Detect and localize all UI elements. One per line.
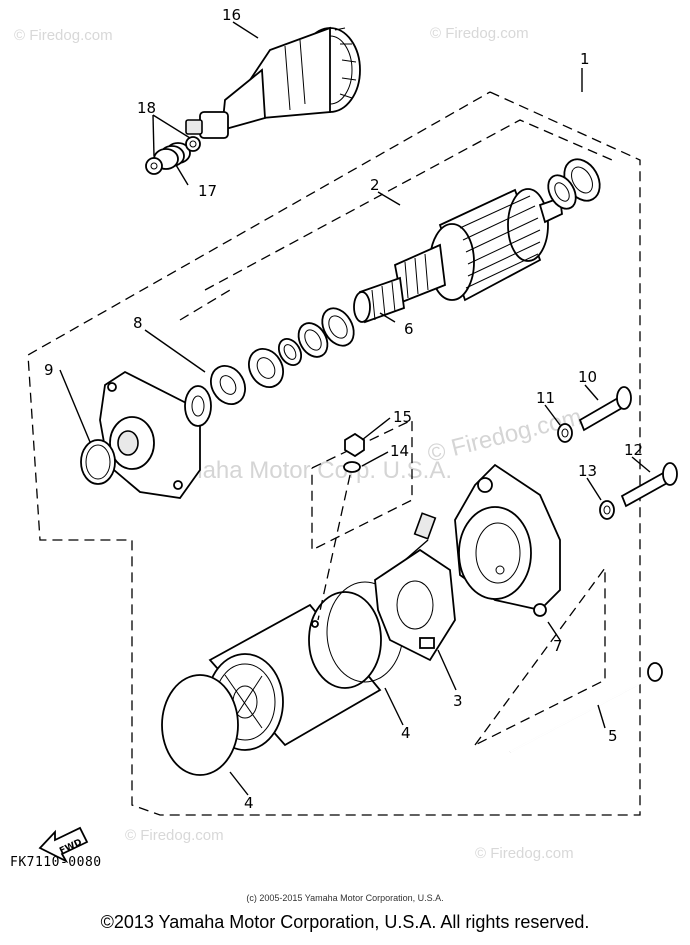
small-copyright: (c) 2005-2015 Yamaha Motor Corporation, … xyxy=(246,893,444,903)
callout-15: 15 xyxy=(393,408,412,426)
thrust-washers xyxy=(547,158,601,210)
callout-2: 2 xyxy=(370,176,380,194)
watermark-top-right: © Firedog.com xyxy=(430,25,529,42)
shaft-part-6 xyxy=(353,276,405,324)
nut-group-outline xyxy=(311,418,413,552)
bolt-part-10 xyxy=(578,386,632,432)
watermark-bottom-left: © Firedog.com xyxy=(125,827,224,844)
watermark-bottom-right: © Firedog.com xyxy=(475,845,574,862)
through-bolt-part-5 xyxy=(509,662,663,753)
washer-part-14 xyxy=(343,461,361,473)
callout-13: 13 xyxy=(578,462,597,480)
washer-part-18 xyxy=(145,136,201,175)
nut-part-15 xyxy=(344,432,365,458)
washer-part-11 xyxy=(557,423,573,443)
spring-part-17 xyxy=(153,142,191,170)
armature-group-outline xyxy=(204,119,613,291)
front-cover-part-8 xyxy=(99,370,212,499)
assembly-boundary xyxy=(27,91,641,816)
callout-1: 1 xyxy=(580,50,590,68)
callout-11: 11 xyxy=(536,389,555,407)
callout-3: 3 xyxy=(453,692,463,710)
figure-code: FK7110-0080 xyxy=(10,855,102,870)
copyright-footer: ©2013 Yamaha Motor Corporation, U.S.A. A… xyxy=(100,912,590,932)
callout-14: 14 xyxy=(390,442,409,460)
callout-5: 5 xyxy=(608,727,618,745)
yoke-part-4 xyxy=(206,591,382,751)
watermark-top-left: © Firedog.com xyxy=(14,27,113,44)
callout-7: 7 xyxy=(553,637,563,655)
o-ring-part-9 xyxy=(80,439,116,485)
callout-16: 16 xyxy=(222,6,241,24)
washer-part-13 xyxy=(599,500,615,520)
callout-9: 9 xyxy=(44,361,54,379)
callout-18: 18 xyxy=(137,99,156,117)
callout-10: 10 xyxy=(578,368,597,386)
leader-lines xyxy=(59,21,651,796)
bolt-group-outline xyxy=(474,566,606,746)
fwd-arrow-icon: FWD xyxy=(38,826,89,864)
watermark-center: Yamaha Motor Corp. U.S.A. xyxy=(155,457,452,484)
callout-12: 12 xyxy=(624,441,643,459)
gasket-part-4 xyxy=(161,674,239,776)
callout-4b: 4 xyxy=(244,794,254,812)
callout-17: 17 xyxy=(198,182,217,200)
rear-cover-part-7 xyxy=(454,463,561,617)
armature-group-lower xyxy=(179,289,231,321)
brush-holder-part-3 xyxy=(374,512,456,662)
shim-washers xyxy=(210,307,355,405)
bolt-part-12 xyxy=(620,462,678,508)
callout-8: 8 xyxy=(133,314,143,332)
starter-clutch-part-16 xyxy=(185,26,361,139)
callout-4a: 4 xyxy=(401,724,411,742)
armature-part-2 xyxy=(393,188,563,304)
callout-6: 6 xyxy=(404,320,414,338)
